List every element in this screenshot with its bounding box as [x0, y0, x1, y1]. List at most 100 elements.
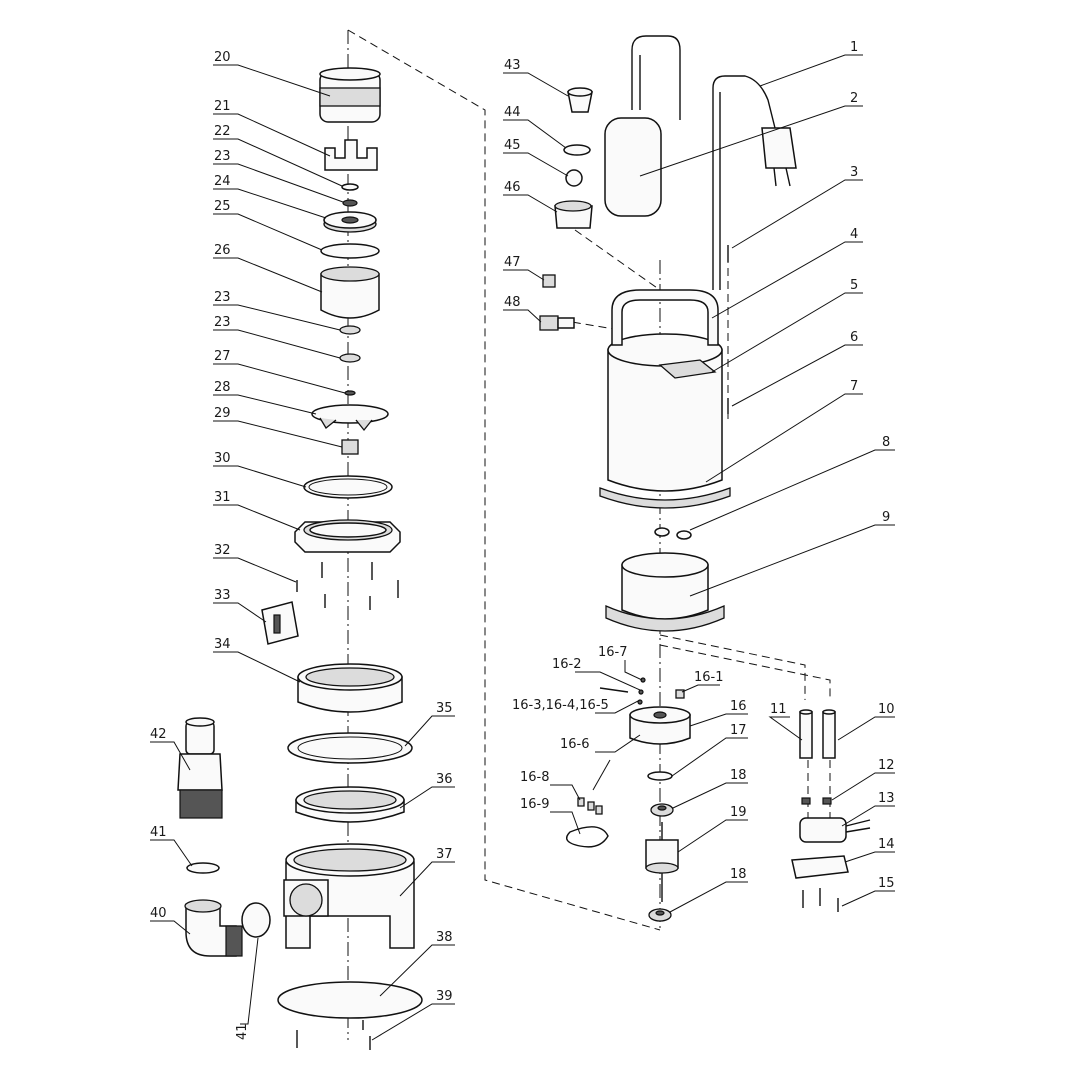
- part-45-ball: [565, 169, 583, 187]
- label-37: 37: [436, 847, 453, 862]
- part-16-bearing-block: [629, 706, 691, 745]
- part-35-flat-gasket: [287, 732, 413, 764]
- part-4-handle: [611, 289, 719, 346]
- part-43-plug: [567, 87, 593, 113]
- label-28: 28: [214, 380, 231, 395]
- label-16-7: 16-7: [598, 645, 628, 660]
- part-10-terminal: [822, 709, 836, 759]
- label-27: 27: [214, 349, 231, 364]
- label-6: 6: [850, 330, 858, 345]
- label-16-8: 16-8: [520, 770, 550, 785]
- label-16-9: 16-9: [520, 797, 550, 812]
- part-16-subparts: [566, 677, 685, 848]
- part-17-o-ring: [647, 771, 673, 781]
- label-38: 38: [436, 930, 453, 945]
- label-19: 19: [730, 805, 747, 820]
- part-48-cable-gland: [539, 315, 575, 331]
- label-4: 4: [850, 227, 858, 242]
- part-31-flange: [294, 519, 401, 553]
- label-13: 13: [878, 791, 895, 806]
- label-2: 2: [850, 91, 858, 106]
- label-45: 45: [504, 138, 521, 153]
- part-32-screws: [296, 562, 399, 610]
- label-21: 21: [214, 99, 231, 114]
- label-34: 34: [214, 637, 231, 652]
- label-48: 48: [504, 295, 521, 310]
- part-34-filter-ring: [297, 663, 403, 713]
- label-16-6: 16-6: [560, 737, 590, 752]
- label-8: 8: [882, 435, 890, 450]
- part-19-rotor: [645, 822, 679, 902]
- part-36-seal-ring: [295, 786, 405, 823]
- label-20: 20: [214, 50, 231, 65]
- part-24-bearing-disc: [323, 211, 377, 233]
- part-22-washer: [341, 183, 359, 191]
- part-23-washer-c: [339, 353, 361, 363]
- part-33-bracket: [261, 601, 299, 645]
- label-1: 1: [850, 40, 858, 55]
- callout-labels: 20 21 22 23 24 25 26 23 23 27 28 29 30 3…: [150, 40, 895, 1040]
- label-41-a: 41: [150, 825, 167, 840]
- label-24: 24: [214, 174, 231, 189]
- label-36: 36: [436, 772, 453, 787]
- part-28-impeller: [311, 404, 389, 432]
- part-5-clip: [658, 359, 717, 379]
- leader-lines: [150, 54, 895, 1041]
- label-12: 12: [878, 758, 895, 773]
- label-16-1: 16-1: [694, 670, 724, 685]
- label-9: 9: [882, 510, 890, 525]
- label-30: 30: [214, 451, 231, 466]
- part-2-float-switch: [604, 35, 681, 217]
- label-5: 5: [850, 278, 858, 293]
- label-41-b: 41: [235, 1023, 250, 1040]
- part-7-motor-housing: [599, 333, 731, 509]
- part-1-power-plug: [712, 75, 797, 290]
- part-38-bottom-plate: [277, 981, 423, 1019]
- label-22: 22: [214, 124, 231, 139]
- label-29: 29: [214, 406, 231, 421]
- part-8-plugs: [654, 527, 692, 540]
- label-3: 3: [850, 165, 858, 180]
- part-26-seal-cup: [320, 266, 380, 319]
- part-39-screws: [296, 1020, 371, 1050]
- part-25-o-ring: [320, 243, 380, 259]
- part-15-screws: [802, 888, 839, 912]
- part-37-pump-housing: [283, 843, 415, 949]
- label-14: 14: [878, 837, 895, 852]
- part-41-washer: [186, 862, 220, 874]
- label-25: 25: [214, 199, 231, 214]
- part-13-capacitor: [799, 817, 871, 843]
- label-47: 47: [504, 255, 521, 270]
- part-23-washer-b: [339, 325, 361, 335]
- label-23-b: 23: [214, 290, 231, 305]
- label-26: 26: [214, 243, 231, 258]
- part-46-valve-seat: [554, 200, 593, 229]
- part-9-stator-housing: [605, 552, 725, 632]
- part-41-gasket: [241, 902, 271, 938]
- label-32: 32: [214, 543, 231, 558]
- label-44: 44: [504, 105, 521, 120]
- part-42-hose-adapter: [177, 717, 223, 819]
- label-15: 15: [878, 876, 895, 891]
- label-7: 7: [850, 379, 858, 394]
- part-20-top-cap: [319, 67, 381, 123]
- part-12-screws: [801, 797, 832, 805]
- label-33: 33: [214, 588, 231, 603]
- label-43: 43: [504, 58, 521, 73]
- label-16-2: 16-2: [552, 657, 582, 672]
- label-18-b: 18: [730, 867, 747, 882]
- label-10: 10: [878, 702, 895, 717]
- label-46: 46: [504, 180, 521, 195]
- part-18-bearing-bottom: [648, 908, 672, 922]
- part-27-ring: [344, 390, 356, 396]
- part-18-bearing-top: [650, 803, 674, 817]
- part-29-nut: [341, 439, 359, 455]
- part-11-terminal: [799, 709, 813, 759]
- label-11: 11: [770, 702, 787, 717]
- label-18-a: 18: [730, 768, 747, 783]
- label-35: 35: [436, 701, 453, 716]
- label-23-a: 23: [214, 149, 231, 164]
- part-30-gasket-ring: [303, 475, 393, 499]
- label-40: 40: [150, 906, 167, 921]
